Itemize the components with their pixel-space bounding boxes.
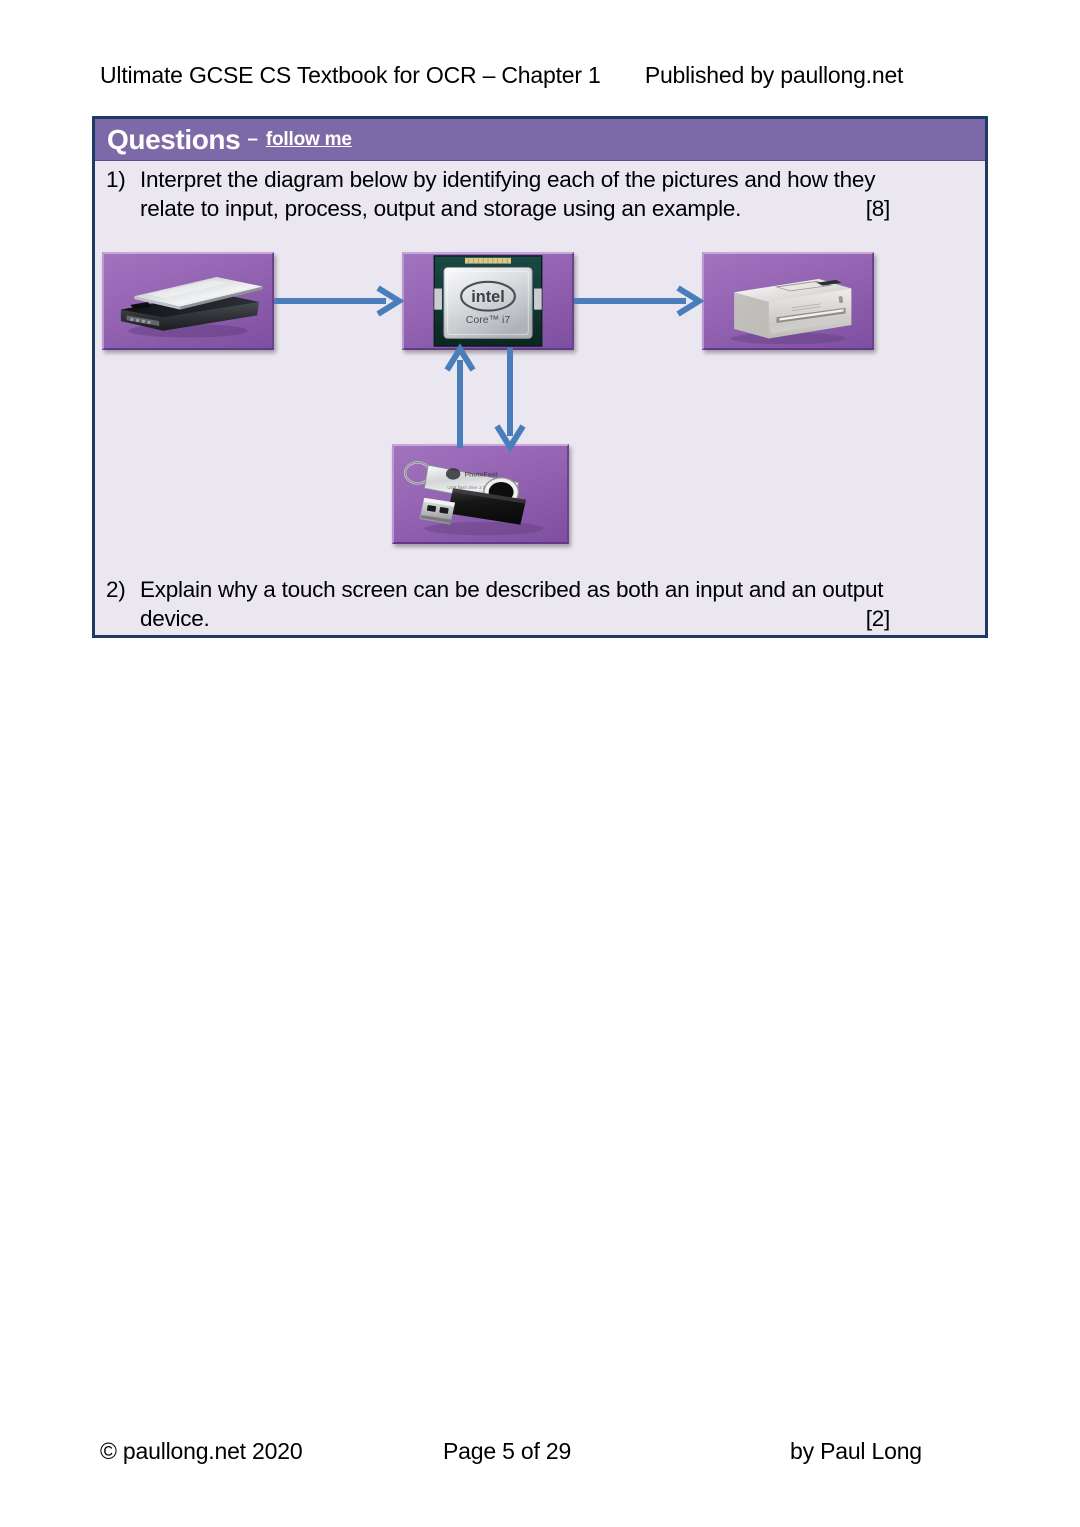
usb-flash-drive-icon: PhotoFast USB flash drive 2.0 [394,446,567,542]
io-process-storage-diagram: intel Core™ i7 [96,240,886,565]
page-header-left-text: Ultimate GCSE CS Textbook for OCR – Chap… [100,62,601,88]
cpu-model-text: Core™ i7 [466,314,511,326]
question-2-text: Explain why a touch screen can be descri… [140,575,892,633]
questions-subtitle-link[interactable]: follow me [265,129,352,150]
intel-core-i7-cpu-icon: intel Core™ i7 [404,254,572,348]
arrow-scanner-to-cpu [274,285,405,317]
question-item-2: 2) Explain why a touch screen can be des… [96,575,892,633]
footer-page-number: Page 5 of 29 [443,1438,572,1464]
arrow-usb-to-cpu [444,343,476,448]
footer-copyright: © paullong.net 2020 [100,1438,303,1464]
question-2-number: 2) [106,577,126,602]
questions-box: Questions – follow me [92,116,988,638]
questions-title: Questions [107,123,241,155]
page-header-right-text: Published by paullong.net [644,62,904,88]
diagram-tile-usb-drive[interactable]: PhotoFast USB flash drive 2.0 [392,444,569,544]
question-1-marks: [8] [865,196,891,221]
diagram-tile-printer[interactable] [702,252,874,350]
questions-title-dash: – [247,128,258,150]
diagram-tile-cpu[interactable]: intel Core™ i7 [402,252,574,350]
arrow-cpu-to-usb [494,348,526,453]
question-1-number: 1) [106,167,126,192]
question-1-text: Interpret the diagram below by identifyi… [140,165,892,223]
question-2-marks: [2] [865,606,891,631]
question-2-body: Explain why a touch screen can be descri… [140,577,884,631]
cpu-brand-text: intel [471,288,505,306]
svg-text:USB flash drive 2.0: USB flash drive 2.0 [447,485,485,490]
page-header: Ultimate GCSE CS Textbook for OCR – Chap… [100,62,980,89]
svg-text:PhotoFast: PhotoFast [465,472,499,479]
footer-author: by Paul Long [790,1438,922,1464]
questions-box-header: Questions – follow me [95,119,985,161]
question-item-1: 1) Interpret the diagram below by identi… [96,165,892,223]
arrow-cpu-to-printer [574,285,705,317]
question-1-body: Interpret the diagram below by identifyi… [140,167,876,221]
flatbed-scanner-icon [104,254,272,348]
laser-printer-icon [704,254,872,348]
diagram-tile-scanner[interactable] [102,252,274,350]
